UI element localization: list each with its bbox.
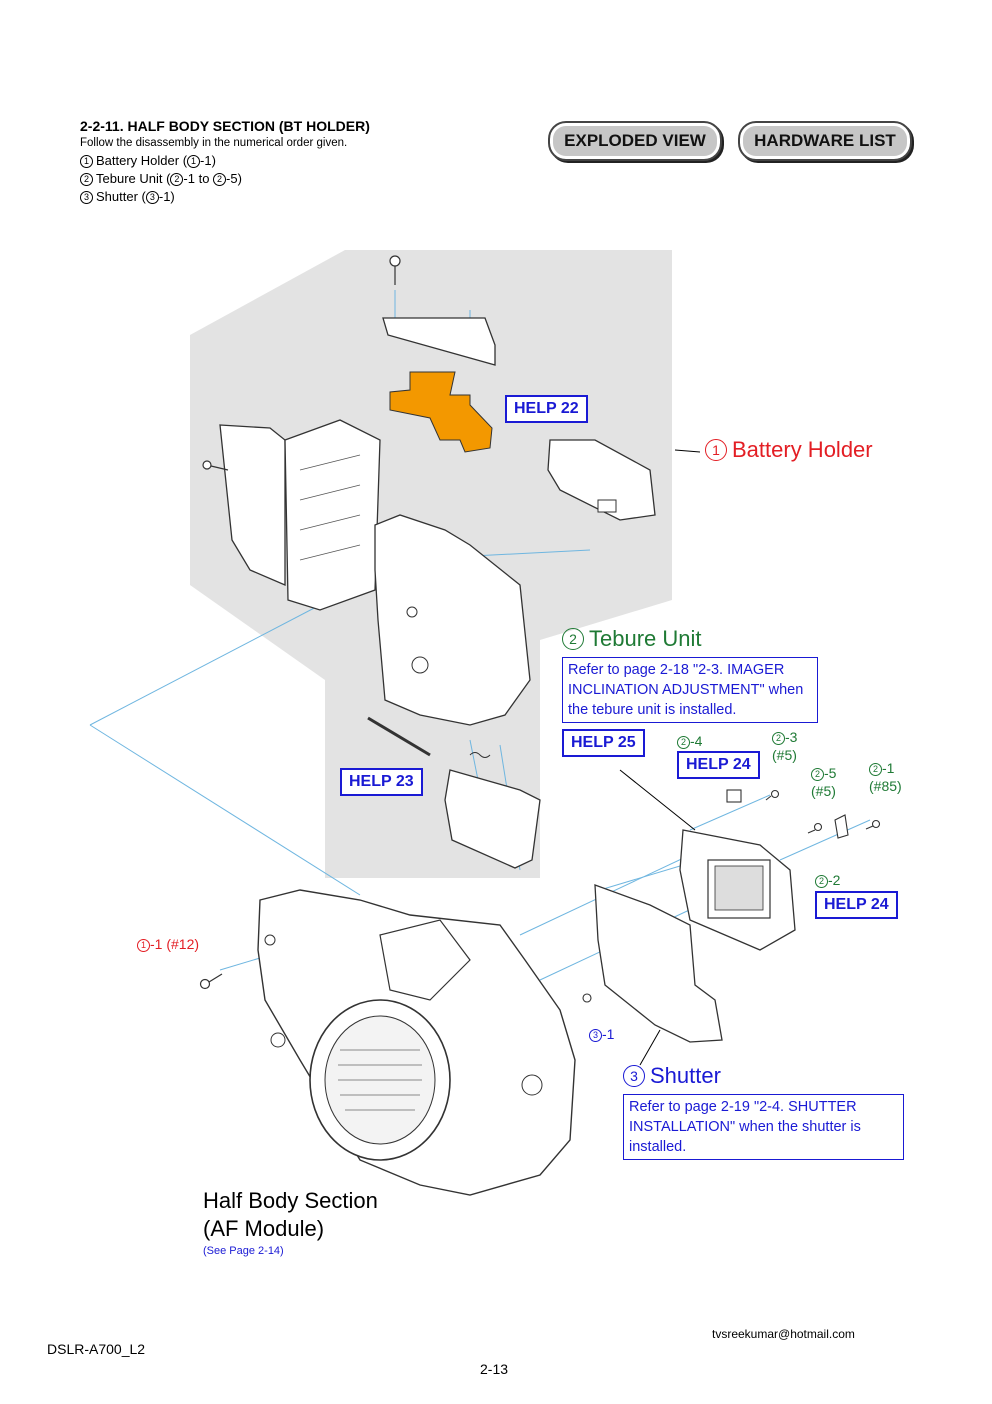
section-title: 2-2-11. HALF BODY SECTION (BT HOLDER) <box>80 118 370 134</box>
part-label-2-1: 2-1 (#85) <box>869 760 902 794</box>
page-number: 2-13 <box>480 1361 509 1377</box>
see-page-link[interactable]: (See Page 2-14) <box>203 1245 284 1257</box>
help-23-link[interactable]: HELP 23 <box>340 768 423 796</box>
footer-model: DSLR-A700_L2 <box>47 1341 146 1357</box>
part-label-1-1: 1-1 (#12) <box>137 935 199 953</box>
section-instructions: Follow the disassembly in the numerical … <box>80 137 348 149</box>
part-label-2-4: 2-4 <box>677 732 702 750</box>
footer-email: tvsreekumar@hotmail.com <box>712 1327 855 1341</box>
half-body-section-label: Half Body Section (AF Module) <box>203 1188 378 1241</box>
help-22-link[interactable]: HELP 22 <box>505 395 588 423</box>
hardware-list-button[interactable]: HARDWARE LIST <box>738 121 912 161</box>
help-24-link-b[interactable]: HELP 24 <box>815 891 898 919</box>
shutter-reference-note: Refer to page 2-19 "2-4. SHUTTER INSTALL… <box>623 1094 904 1160</box>
part-label-2-5: 2-5 (#5) <box>811 765 837 799</box>
part-label-3-1: 3-1 <box>589 1025 614 1043</box>
exploded-view-button[interactable]: EXPLODED VIEW <box>548 121 722 161</box>
part-label-2-2: 2-2 <box>815 871 840 889</box>
tebure-reference-note: Refer to page 2-18 "2-3. IMAGER INCLINAT… <box>562 657 818 723</box>
help-24-link-a[interactable]: HELP 24 <box>677 751 760 779</box>
part-label-2-3: 2-3 (#5) <box>772 729 798 763</box>
help-25-link[interactable]: HELP 25 <box>562 729 645 757</box>
